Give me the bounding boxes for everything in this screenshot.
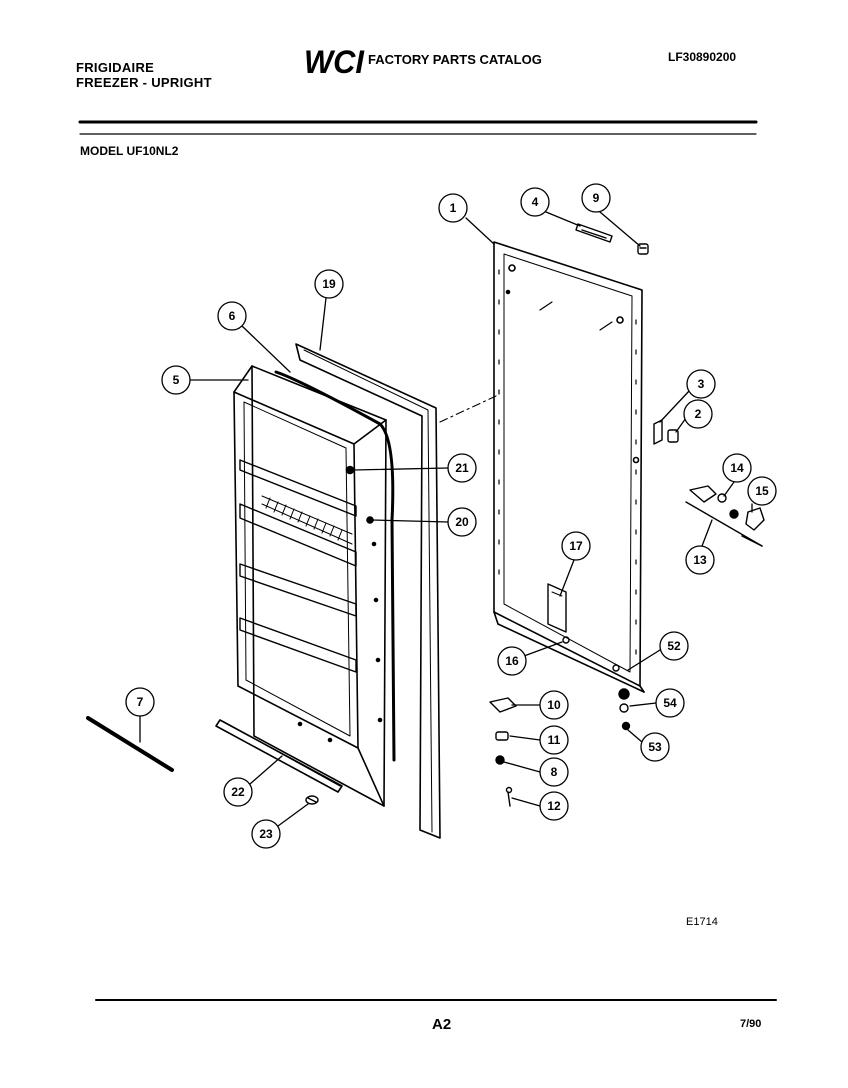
- callout-5: 5: [161, 365, 249, 395]
- top-bracket: [575, 223, 613, 243]
- svg-text:3: 3: [698, 377, 705, 391]
- door-panel: [493, 241, 645, 693]
- hinge-clip: [637, 243, 649, 255]
- door-liner: [233, 365, 396, 807]
- figure-number: E1714: [686, 916, 718, 928]
- callout-1: 1: [438, 193, 495, 245]
- svg-text:16: 16: [505, 654, 519, 668]
- assembly-line: [439, 395, 497, 423]
- svg-text:8: 8: [551, 765, 558, 779]
- callout-2: 2: [675, 399, 713, 433]
- svg-text:11: 11: [548, 733, 561, 747]
- breaker-strip: [215, 719, 343, 793]
- svg-text:4: 4: [532, 195, 539, 209]
- svg-text:19: 19: [322, 277, 336, 291]
- callout-53: 53: [627, 729, 670, 762]
- callout-19: 19: [314, 269, 344, 351]
- callout-54: 54: [629, 688, 685, 718]
- callouts: 1 4 9 19 6: [125, 183, 777, 849]
- callout-9: 9: [581, 183, 641, 247]
- model-label: MODEL UF10NL2: [80, 144, 179, 158]
- wci-logo: WCI: [304, 45, 365, 77]
- callout-7: 7: [125, 687, 155, 743]
- callout-15: 15: [747, 476, 777, 513]
- callout-22: 22: [223, 755, 283, 807]
- svg-text:7: 7: [137, 695, 144, 709]
- svg-text:10: 10: [547, 698, 561, 712]
- callout-14: 14: [722, 453, 752, 497]
- svg-text:6: 6: [229, 309, 236, 323]
- svg-text:52: 52: [667, 639, 681, 653]
- callout-6: 6: [217, 301, 291, 373]
- svg-text:15: 15: [755, 484, 769, 498]
- page-label: A2: [432, 1016, 452, 1033]
- catalog-title: FACTORY PARTS CATALOG: [368, 52, 542, 67]
- callout-52: 52: [627, 631, 689, 671]
- document-number: LF30890200: [668, 50, 737, 64]
- svg-text:53: 53: [648, 740, 662, 754]
- callout-12: 12: [511, 791, 569, 821]
- wci-logo-text: WCI: [304, 45, 365, 77]
- callout-21: 21: [353, 453, 477, 483]
- callout-11: 11: [509, 725, 569, 755]
- svg-text:22: 22: [231, 785, 245, 799]
- callout-4: 4: [520, 187, 581, 227]
- svg-text:1: 1: [450, 201, 457, 215]
- svg-text:12: 12: [547, 799, 561, 813]
- svg-text:20: 20: [455, 515, 469, 529]
- callout-10: 10: [511, 690, 569, 720]
- callout-20: 20: [371, 507, 477, 537]
- brand-name: FRIGIDAIRE: [76, 60, 155, 75]
- svg-text:9: 9: [593, 191, 600, 205]
- svg-text:5: 5: [173, 373, 180, 387]
- svg-text:13: 13: [693, 553, 707, 567]
- svg-text:23: 23: [259, 827, 273, 841]
- svg-text:17: 17: [569, 539, 583, 553]
- callout-16: 16: [497, 641, 563, 676]
- product-line: FREEZER - UPRIGHT: [76, 75, 212, 90]
- svg-text:2: 2: [695, 407, 702, 421]
- brand-block: FRIGIDAIRE FREEZER - UPRIGHT: [76, 60, 212, 90]
- svg-text:21: 21: [455, 461, 469, 475]
- page-date: 7/90: [740, 1018, 762, 1030]
- callout-13: 13: [685, 519, 715, 575]
- hinge-parts: [489, 636, 631, 807]
- lock-assembly: [653, 419, 765, 547]
- callout-3: 3: [659, 369, 716, 423]
- callout-23: 23: [251, 803, 309, 849]
- svg-text:14: 14: [730, 461, 744, 475]
- strip-screw: [305, 795, 319, 805]
- callout-8: 8: [503, 757, 569, 787]
- callout-17: 17: [559, 531, 591, 597]
- door-gasket: [295, 343, 441, 839]
- page-rules: [78, 120, 777, 1001]
- svg-text:54: 54: [663, 696, 677, 710]
- shelf-rod: [86, 716, 174, 772]
